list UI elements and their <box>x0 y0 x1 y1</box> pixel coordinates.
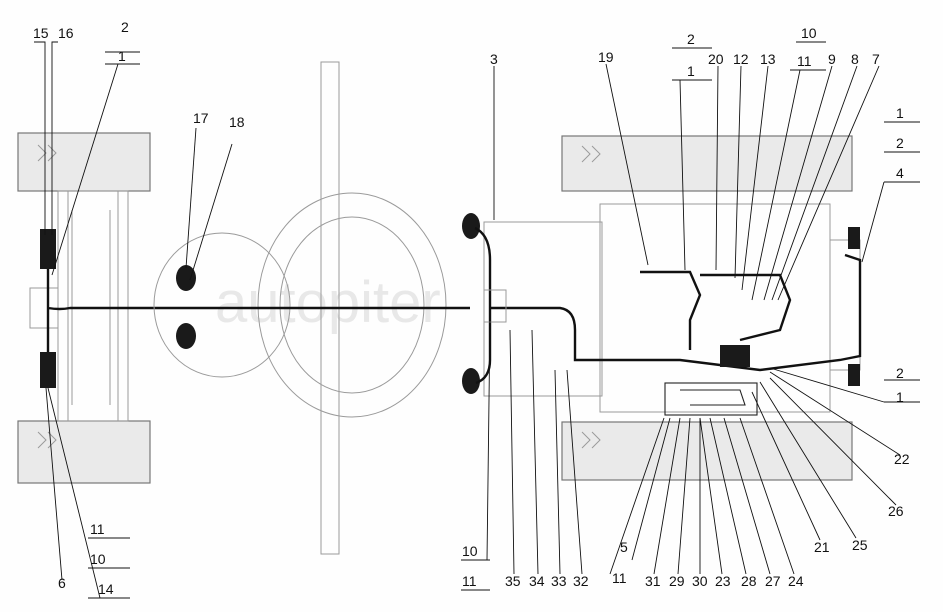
callout-2-d: 2 <box>896 365 904 381</box>
callout-10: 10 <box>801 25 817 41</box>
callout-11: 11 <box>797 53 812 69</box>
callout-2-b: 2 <box>687 31 695 47</box>
callout-34: 34 <box>529 573 545 589</box>
leader-lines <box>34 41 920 599</box>
callout-31: 31 <box>645 573 661 589</box>
callout-6: 6 <box>58 575 66 591</box>
middle-lamps <box>176 265 196 349</box>
callout-20: 20 <box>708 51 724 67</box>
callout-8: 8 <box>851 51 859 67</box>
callout-14: 14 <box>98 581 114 597</box>
callout-13: 13 <box>760 51 776 67</box>
callout-2: 2 <box>121 19 129 35</box>
callout-24: 24 <box>788 573 804 589</box>
callout-11-c: 11 <box>462 573 477 589</box>
callout-23: 23 <box>715 573 731 589</box>
callout-10-b: 10 <box>462 543 478 559</box>
front-tire-top <box>561 135 853 192</box>
callout-16: 16 <box>58 25 74 41</box>
callout-30: 30 <box>692 573 708 589</box>
callout-22: 22 <box>894 451 910 467</box>
callout-17: 17 <box>193 110 209 126</box>
callout-27: 27 <box>765 573 781 589</box>
callout-19: 19 <box>598 49 614 65</box>
callout-26: 26 <box>888 503 904 519</box>
callout-1-d: 1 <box>896 389 904 405</box>
rear-lamp-bottom <box>40 352 56 388</box>
front-tire-bottom <box>561 421 853 481</box>
callout-33: 33 <box>551 573 567 589</box>
callout-29: 29 <box>669 573 685 589</box>
callout-11-d: 11 <box>90 521 105 537</box>
callout-7: 7 <box>872 51 880 67</box>
rear-tire-bottom <box>17 420 151 484</box>
rear-axle-frame <box>29 190 129 422</box>
callout-18: 18 <box>229 114 245 130</box>
callout-3: 3 <box>490 51 498 67</box>
callout-1-c: 1 <box>896 105 904 121</box>
engine-harness <box>640 270 702 350</box>
callout-25: 25 <box>852 537 868 553</box>
callout-1: 1 <box>118 48 126 64</box>
watermark-text: autopiter <box>215 270 441 335</box>
callout-32: 32 <box>573 573 589 589</box>
callout-35: 35 <box>505 573 521 589</box>
front-tires <box>561 135 853 481</box>
dash-harness <box>474 226 492 385</box>
callout-12: 12 <box>733 51 749 67</box>
front-lamps <box>462 213 860 394</box>
callout-28: 28 <box>741 573 757 589</box>
main-harness <box>490 253 862 372</box>
callout-21: 21 <box>814 539 830 555</box>
callout-4: 4 <box>896 165 904 181</box>
callout-2-c: 2 <box>896 135 904 151</box>
rear-tires <box>17 132 151 484</box>
callout-10-c: 10 <box>90 551 106 567</box>
rear-harness <box>46 269 190 352</box>
callout-1-b: 1 <box>687 63 695 79</box>
callout-9: 9 <box>828 51 836 67</box>
callout-5: 5 <box>620 539 628 555</box>
engine-harness-2 <box>700 273 792 342</box>
relay-box <box>720 345 750 367</box>
rear-tire-top <box>17 132 151 192</box>
callout-11-b: 11 <box>612 570 627 586</box>
rear-lamp-top <box>40 229 56 269</box>
battery-box <box>664 382 758 416</box>
callout-labels: 15 16 2 1 17 18 3 19 2 1 20 12 13 10 11 … <box>33 19 910 597</box>
callout-15: 15 <box>33 25 49 41</box>
